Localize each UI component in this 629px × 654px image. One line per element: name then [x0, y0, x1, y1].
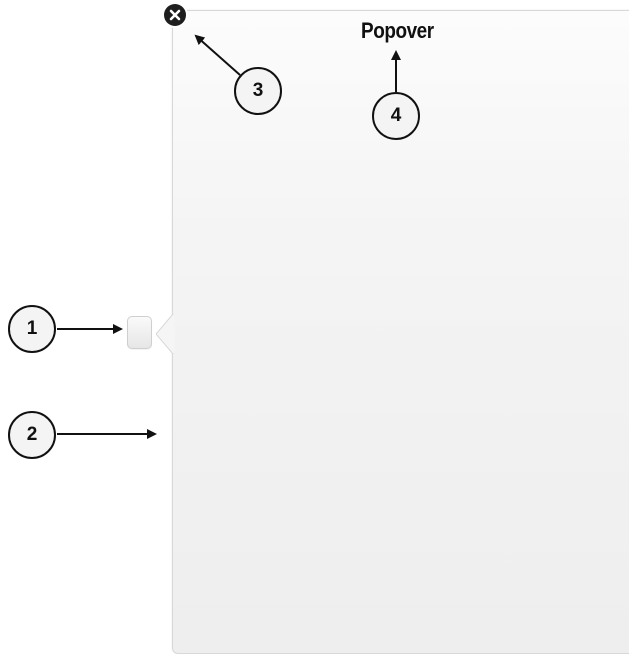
callout-3: 3: [234, 67, 282, 115]
callout-2: 2: [8, 411, 56, 459]
close-button[interactable]: [164, 4, 186, 26]
callout-1: 1: [8, 305, 56, 353]
close-icon: [169, 9, 181, 21]
anchor-element[interactable]: [127, 316, 152, 349]
callout-4: 4: [372, 92, 420, 140]
